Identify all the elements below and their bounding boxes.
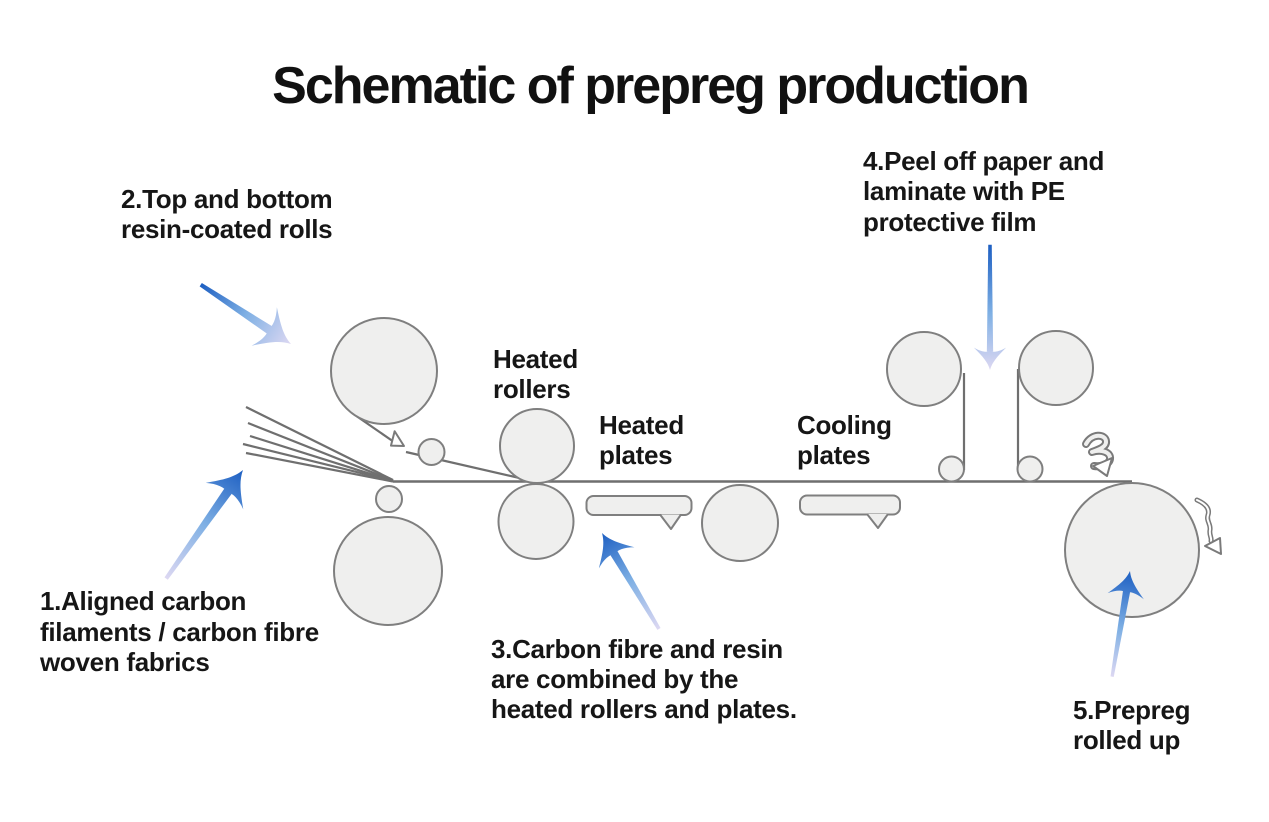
top-guide-roller bbox=[417, 438, 446, 466]
step3-arrow bbox=[598, 533, 661, 630]
label-step5: 5.Prepreg rolled up bbox=[1073, 695, 1191, 755]
label-step3-line1: 3.Carbon fibre and resin bbox=[491, 634, 783, 664]
peel-off-paper-roll bbox=[886, 331, 962, 407]
step4-arrow bbox=[973, 244, 1007, 370]
filament-line bbox=[242, 442, 394, 483]
label-step4-line3: protective film bbox=[863, 207, 1036, 237]
label-heated-rollers: Heated rollers bbox=[493, 344, 578, 404]
label-step3-line2: are combined by the bbox=[491, 664, 738, 694]
bottom-resin-coated-roll bbox=[333, 516, 443, 626]
paper-direction-arrowhead-icon bbox=[389, 430, 405, 447]
middle-roller bbox=[701, 484, 779, 562]
label-step1-line2: filaments / carbon fibre bbox=[40, 617, 319, 647]
carbon-filament-fan bbox=[242, 406, 394, 483]
prepreg-takeup-roll bbox=[1064, 482, 1200, 618]
pe-film-roll bbox=[1018, 330, 1094, 406]
filament-line bbox=[245, 406, 394, 481]
label-step3: 3.Carbon fibre and resin are combined by… bbox=[491, 634, 797, 724]
label-step3-line3: heated rollers and plates. bbox=[491, 694, 797, 724]
filament-line bbox=[249, 434, 394, 483]
rotation-arrow-icon bbox=[1194, 497, 1222, 555]
label-heated-plates: Heated plates bbox=[599, 410, 684, 470]
label-cooling-plates-line1: Cooling bbox=[797, 410, 892, 440]
page-title: Schematic of prepreg production bbox=[272, 57, 1028, 115]
label-step1-line1: 1.Aligned carbon bbox=[40, 586, 246, 616]
step1-arrow bbox=[164, 470, 244, 580]
filament-line bbox=[247, 421, 394, 482]
heated-plate-shape bbox=[585, 495, 693, 530]
label-cooling-plates-line2: plates bbox=[797, 440, 870, 470]
label-step2: 2.Top and bottom resin-coated rolls bbox=[121, 184, 333, 244]
filament-line bbox=[245, 451, 394, 483]
label-step4-line1: 4.Peel off paper and bbox=[863, 146, 1104, 176]
step5-arrow bbox=[1107, 571, 1144, 677]
label-heated-rollers-line1: Heated bbox=[493, 344, 578, 374]
label-step4: 4.Peel off paper and laminate with PE pr… bbox=[863, 146, 1104, 237]
step2-arrow bbox=[199, 283, 291, 346]
peel-guide-roller bbox=[938, 455, 965, 483]
squiggle-arrow-icon bbox=[1082, 431, 1114, 477]
label-step1-line3: woven fabrics bbox=[39, 647, 210, 677]
label-step2-line1: 2.Top and bottom bbox=[121, 184, 332, 214]
label-heated-rollers-line2: rollers bbox=[493, 374, 570, 404]
top-resin-coated-roll bbox=[330, 317, 438, 425]
label-step2-line2: resin-coated rolls bbox=[121, 214, 332, 244]
heated-roller-bottom bbox=[497, 483, 575, 560]
cooling-plate-shape bbox=[799, 494, 901, 529]
label-step1: 1.Aligned carbon filaments / carbon fibr… bbox=[39, 586, 319, 677]
label-step5-line2: rolled up bbox=[1073, 725, 1180, 755]
label-step4-line2: laminate with PE bbox=[863, 176, 1065, 206]
label-cooling-plates: Cooling plates bbox=[797, 410, 892, 470]
label-heated-plates-line2: plates bbox=[599, 440, 672, 470]
label-step5-line1: 5.Prepreg bbox=[1073, 695, 1190, 725]
heated-roller-top bbox=[499, 408, 575, 484]
label-heated-plates-line1: Heated bbox=[599, 410, 684, 440]
laminate-guide-roller bbox=[1016, 455, 1044, 483]
bottom-guide-roller bbox=[375, 485, 403, 513]
